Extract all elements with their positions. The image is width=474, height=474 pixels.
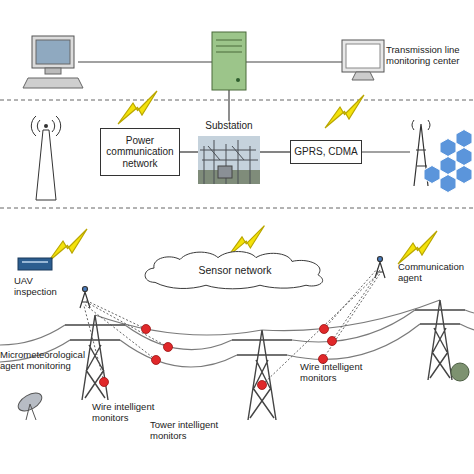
node-text: Sensor network [199, 264, 272, 276]
substation-photo [200, 140, 258, 184]
wireless-link [86, 302, 168, 347]
uav-icon [22, 261, 48, 263]
intelligent-monitor [164, 343, 173, 352]
computer-icon [23, 36, 83, 88]
wireless-bolt [118, 91, 157, 124]
power-line [287, 324, 420, 359]
network-box: Power communication network [100, 128, 180, 176]
server-icon [212, 32, 246, 90]
annotation-label: Communication agent [398, 262, 474, 284]
wireless-link [323, 272, 381, 359]
annotation-label: Tower intelligent monitors [150, 420, 222, 442]
server-icon [216, 40, 242, 52]
wireless-link [324, 268, 378, 329]
communication-agent [378, 257, 383, 262]
power-line [465, 310, 474, 313]
dashed-separator [0, 100, 474, 208]
substation-photo [198, 136, 260, 184]
connector-line [180, 151, 198, 152]
antenna-tower [44, 124, 48, 128]
wireless-link [84, 306, 104, 382]
cloud-node: Sensor network [140, 250, 330, 290]
weather-station [26, 404, 36, 420]
communication-agent [83, 287, 88, 292]
server-icon [236, 78, 240, 82]
communication-agent [80, 292, 90, 308]
wireless-bolt [398, 231, 437, 264]
cell-tower [456, 130, 472, 148]
substation-photo [218, 166, 232, 178]
intelligent-monitor [320, 325, 329, 334]
wireless-link [332, 270, 380, 341]
wireless-link [85, 300, 146, 329]
server-icon [212, 32, 246, 90]
cell-tower [412, 120, 472, 193]
network-link [246, 61, 342, 62]
power-line [125, 325, 232, 350]
node-text: Substation [205, 120, 252, 132]
antenna-tower [31, 116, 60, 136]
cell-tower [456, 148, 472, 166]
network-link [362, 151, 410, 152]
annotation-label: UAV inspection [14, 276, 66, 298]
weather-station [15, 389, 45, 414]
computer-icon [23, 78, 83, 88]
intelligent-monitor [142, 325, 151, 334]
power-line [120, 340, 237, 367]
cell-tower [412, 120, 430, 130]
node-text: Transmission line monitoring center [386, 45, 474, 67]
intelligent-monitor [258, 381, 267, 390]
substation-node: Substation [198, 120, 260, 184]
wireless-bolt [48, 229, 87, 262]
weather-station [451, 363, 469, 381]
wireless-link [262, 274, 378, 385]
uav-icon [18, 258, 52, 270]
intelligent-monitor [152, 356, 161, 365]
annotation-label: Wire intelligent monitors [300, 362, 372, 384]
center-label: Transmission line monitoring center [386, 40, 474, 72]
cell-tower [424, 130, 472, 193]
cell-tower [440, 139, 456, 157]
cloud-outline [145, 252, 323, 289]
node-text: GPRS, CDMA [294, 146, 357, 158]
wireless-bolt [48, 91, 437, 264]
monitor-icon [352, 72, 374, 80]
computer-icon [36, 40, 70, 64]
power-line [262, 300, 440, 331]
wireless-link [84, 304, 156, 360]
computer-icon [45, 68, 61, 74]
computer-icon [32, 36, 74, 68]
monitor-icon [346, 44, 380, 68]
substation-photo [198, 136, 260, 184]
transmission-tower [232, 330, 292, 420]
uav-icon [18, 258, 52, 270]
connector-line [260, 151, 290, 152]
monitor-icon [342, 40, 384, 80]
antenna-tower [31, 116, 60, 200]
intelligent-monitor [328, 337, 337, 346]
network-box: GPRS, CDMA [290, 140, 362, 164]
cell-tower [424, 166, 440, 184]
antenna-tower [36, 130, 56, 200]
cell-tower [440, 175, 456, 193]
node-text: Power communication network [104, 135, 176, 170]
cell-tower [456, 166, 472, 184]
network-link [78, 61, 212, 62]
network-link [228, 90, 229, 121]
wireless-bolt [325, 95, 364, 128]
intelligent-monitor [100, 378, 109, 387]
power-line [460, 324, 474, 330]
annotation-label: Micrometeorological agent monitoring [0, 350, 104, 372]
cell-tower [440, 157, 456, 175]
power-line [0, 325, 65, 345]
dashed-separator [0, 100, 474, 101]
weather-station [15, 363, 469, 420]
dashed-separator [0, 208, 474, 209]
monitor-icon [342, 40, 384, 72]
